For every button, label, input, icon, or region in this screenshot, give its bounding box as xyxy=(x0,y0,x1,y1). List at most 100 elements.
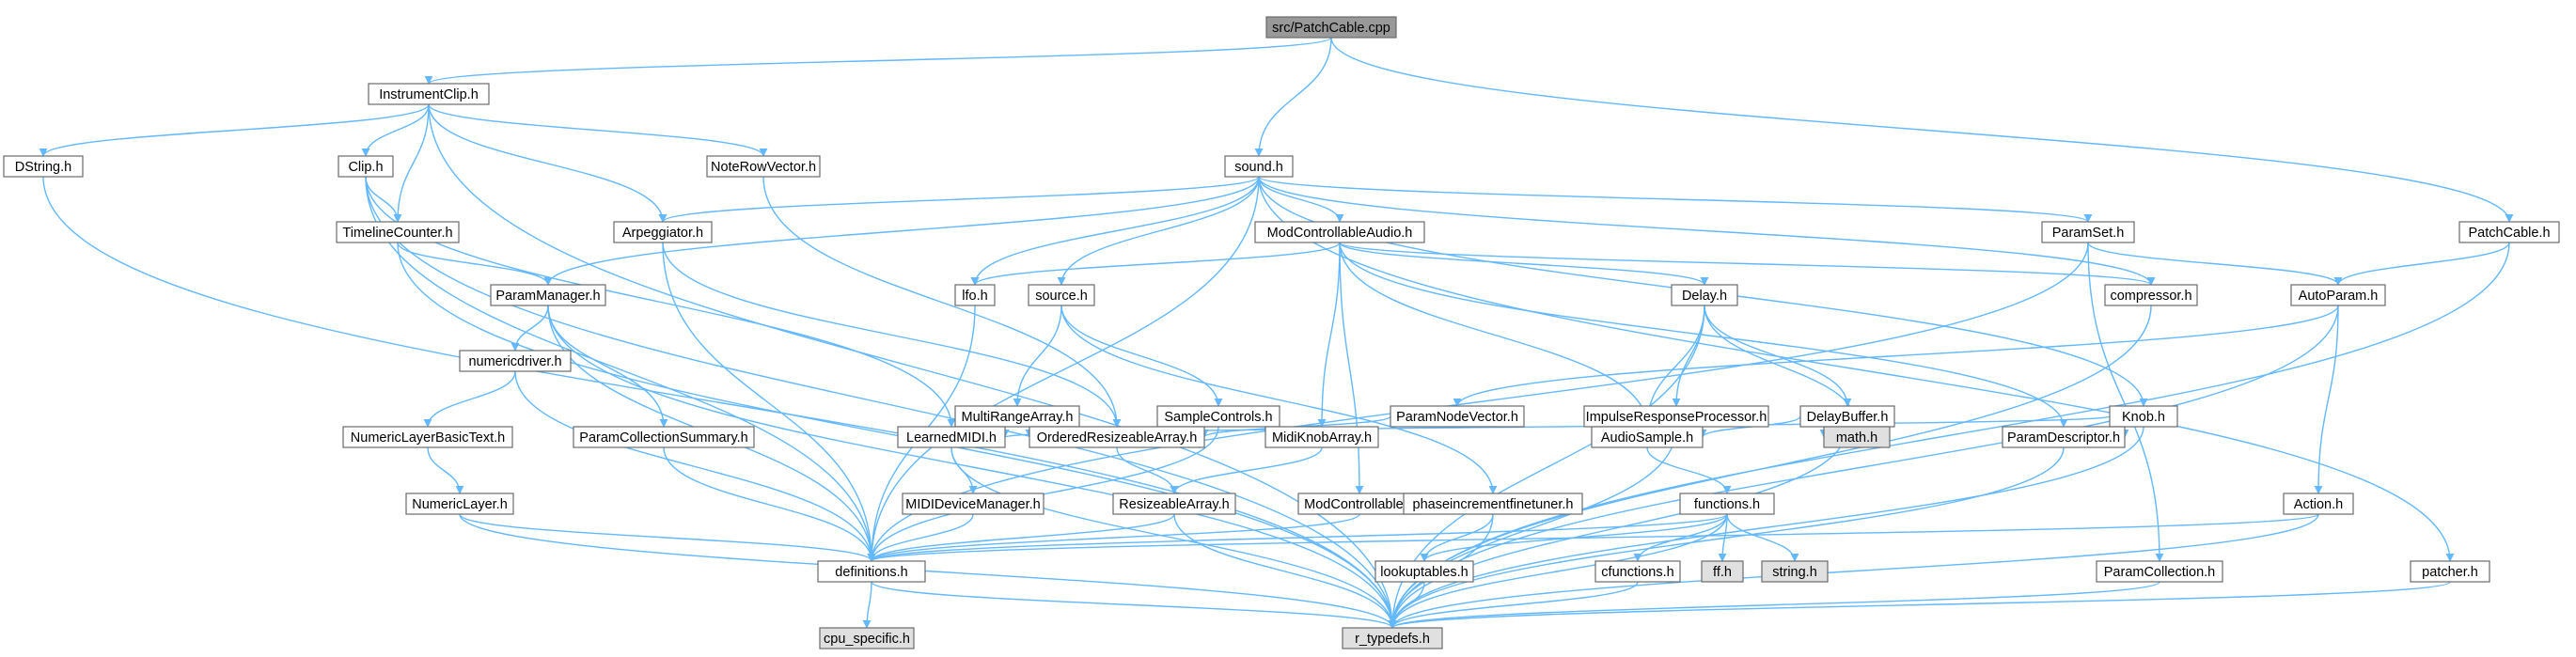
node-patcher-h[interactable]: patcher.h xyxy=(2410,560,2490,583)
edge-modcontrollableaudio_h-to-midiknobarray_h xyxy=(1317,242,1341,428)
node-label: NoteRowVector.h xyxy=(711,160,816,175)
node-box xyxy=(459,350,572,372)
edge-line xyxy=(365,176,876,562)
node-box xyxy=(1112,493,1236,515)
node-action-h[interactable]: Action.h xyxy=(2283,493,2354,515)
node-parammanager-h[interactable]: ParamManager.h xyxy=(490,284,606,306)
edge-instrumentclip_h-to-arpeggiator_h xyxy=(428,103,668,223)
node-knob-h[interactable]: Knob.h xyxy=(2109,405,2178,428)
node-label: lfo.h xyxy=(962,289,987,304)
edge-numericlayerbasictext_h-to-numericlayer_h xyxy=(427,446,464,494)
node-lfo-h[interactable]: lfo.h xyxy=(954,284,996,306)
node-string-h[interactable]: string.h xyxy=(1761,560,1829,583)
node-box xyxy=(2410,560,2490,583)
edge-patchcable_cpp-to-patchcable_h xyxy=(1330,37,2514,223)
edge-paramdescriptor_h-to-r_typedefs_h xyxy=(1388,446,2065,629)
node-box xyxy=(1701,560,1744,583)
edge-instrumentclip_h-to-dstring_h xyxy=(39,103,430,157)
node-delaybuffer-h[interactable]: DelayBuffer.h xyxy=(1799,405,1895,428)
node-lookuptables-h[interactable]: lookuptables.h xyxy=(1374,560,1474,583)
node-r-typedefs-h[interactable]: r_typedefs.h xyxy=(1342,627,1443,649)
node-paramdescriptor-h[interactable]: ParamDescriptor.h xyxy=(2002,426,2126,448)
node-box xyxy=(1374,560,1474,583)
node-layer: src/PatchCable.cppInstrumentClip.hDStrin… xyxy=(3,16,2560,649)
node-patchcable-cpp[interactable]: src/PatchCable.cpp xyxy=(1265,16,1397,39)
node-midiknobarray-h[interactable]: MidiKnobArray.h xyxy=(1264,426,1379,448)
node-modcontrollableaudio-h[interactable]: ModControllableAudio.h xyxy=(1254,221,1425,243)
edge-line xyxy=(423,370,516,428)
node-numericdriver-h[interactable]: numericdriver.h xyxy=(459,350,572,372)
node-ff-h[interactable]: ff.h xyxy=(1701,560,1744,583)
edge-sound_h-to-modcontrollableaudio_h xyxy=(1258,176,1344,223)
node-timelinecounter-h[interactable]: TimelineCounter.h xyxy=(336,221,460,243)
node-paramset-h[interactable]: ParamSet.h xyxy=(2041,221,2135,243)
node-source-h[interactable]: source.h xyxy=(1028,284,1095,306)
node-learnedmidi-h[interactable]: LearnedMIDI.h xyxy=(897,426,1006,448)
node-samplecontrols-h[interactable]: SampleControls.h xyxy=(1156,405,1280,428)
node-label: Action.h xyxy=(2294,497,2343,512)
node-autoparam-h[interactable]: AutoParam.h xyxy=(2290,284,2386,306)
edge-line xyxy=(867,426,1219,562)
node-multirangearray-h[interactable]: MultiRangeArray.h xyxy=(954,405,1080,428)
node-box xyxy=(2458,221,2560,243)
node-noterowvector-h[interactable]: NoteRowVector.h xyxy=(706,155,821,178)
edge-functions_h-to-cfunctions_h xyxy=(1633,513,1728,562)
edge-line xyxy=(2333,242,2510,286)
node-label: ResizeableArray.h xyxy=(1119,497,1229,512)
edge-line xyxy=(1339,242,2156,286)
node-arpeggiator-h[interactable]: Arpeggiator.h xyxy=(613,221,713,243)
node-cpu-specific-h[interactable]: cpu_specific.h xyxy=(819,627,915,649)
edge-line xyxy=(1388,446,2065,629)
edge-line xyxy=(1388,581,1639,629)
node-box xyxy=(1403,493,1583,515)
edge-arpeggiator_h-to-orderedresizeablearray_h xyxy=(662,242,1122,428)
node-impulseresponseprocessor-h[interactable]: ImpulseResponseProcessor.h xyxy=(1583,405,1769,428)
node-dstring-h[interactable]: DString.h xyxy=(3,155,84,178)
edge-line xyxy=(663,446,876,562)
node-label: MultiRangeArray.h xyxy=(961,410,1073,425)
edge-modcontrollableaudio_h-to-paramdescriptor_h xyxy=(1339,242,2068,428)
node-paramcollection-h[interactable]: ParamCollection.h xyxy=(2096,560,2223,583)
node-modcontrollable-h[interactable]: ModControllable.h xyxy=(1297,493,1422,515)
edge-instrumentclip_h-to-clip_h xyxy=(361,103,430,157)
edge-sound_h-to-definitions_h xyxy=(867,176,1260,562)
edge-line xyxy=(1258,176,2455,562)
node-paramnodevector-h[interactable]: ParamNodeVector.h xyxy=(1390,405,1525,428)
edge-line xyxy=(1060,305,1223,407)
node-numericlayerbasictext-h[interactable]: NumericLayerBasicText.h xyxy=(342,426,513,448)
edge-clip_h-to-learnedmidi_h xyxy=(365,176,956,428)
node-functions-h[interactable]: functions.h xyxy=(1679,493,1775,515)
edge-line xyxy=(547,305,1397,629)
node-sound-h[interactable]: sound.h xyxy=(1224,155,1294,178)
edge-line xyxy=(1388,426,2144,629)
node-cfunctions-h[interactable]: cfunctions.h xyxy=(1594,560,1681,583)
node-orderedresizeablearray-h[interactable]: OrderedResizeableArray.h xyxy=(1029,426,1205,448)
node-instrumentclip-h[interactable]: InstrumentClip.h xyxy=(368,83,490,105)
node-label: TimelineCounter.h xyxy=(342,226,452,241)
node-box xyxy=(2283,493,2354,515)
node-patchcable-h[interactable]: PatchCable.h xyxy=(2458,221,2560,243)
node-compressor-h[interactable]: compressor.h xyxy=(2104,284,2198,306)
node-mididevicemanager-h[interactable]: MIDIDeviceManager.h xyxy=(902,493,1045,515)
node-box xyxy=(1679,493,1775,515)
node-resizeablearray-h[interactable]: ResizeableArray.h xyxy=(1112,493,1236,515)
node-audiosample-h[interactable]: AudioSample.h xyxy=(1591,426,1704,448)
node-definitions-h[interactable]: definitions.h xyxy=(817,560,926,583)
edge-source_h-to-samplecontrols_h xyxy=(1060,305,1223,407)
node-box xyxy=(817,560,926,583)
node-box xyxy=(338,155,394,178)
node-label: string.h xyxy=(1772,565,1817,580)
edge-functions_h-to-r_typedefs_h xyxy=(1388,513,1728,629)
node-delay-h[interactable]: Delay.h xyxy=(1671,284,1738,306)
node-math-h[interactable]: math.h xyxy=(1823,426,1891,448)
node-numericlayer-h[interactable]: NumericLayer.h xyxy=(405,493,514,515)
node-label: NumericLayer.h xyxy=(412,497,508,512)
edge-line xyxy=(1388,581,2160,629)
edge-line xyxy=(39,103,430,157)
edge-numericlayer_h-to-r_typedefs_h xyxy=(459,513,1397,629)
node-phaseincrementfinetuner-h[interactable]: phaseincrementfinetuner.h xyxy=(1403,493,1583,515)
edge-line xyxy=(1258,176,1344,223)
node-box xyxy=(2104,284,2198,306)
node-paramcollectionsummary-h[interactable]: ParamCollectionSummary.h xyxy=(573,426,755,448)
node-clip-h[interactable]: Clip.h xyxy=(338,155,394,178)
